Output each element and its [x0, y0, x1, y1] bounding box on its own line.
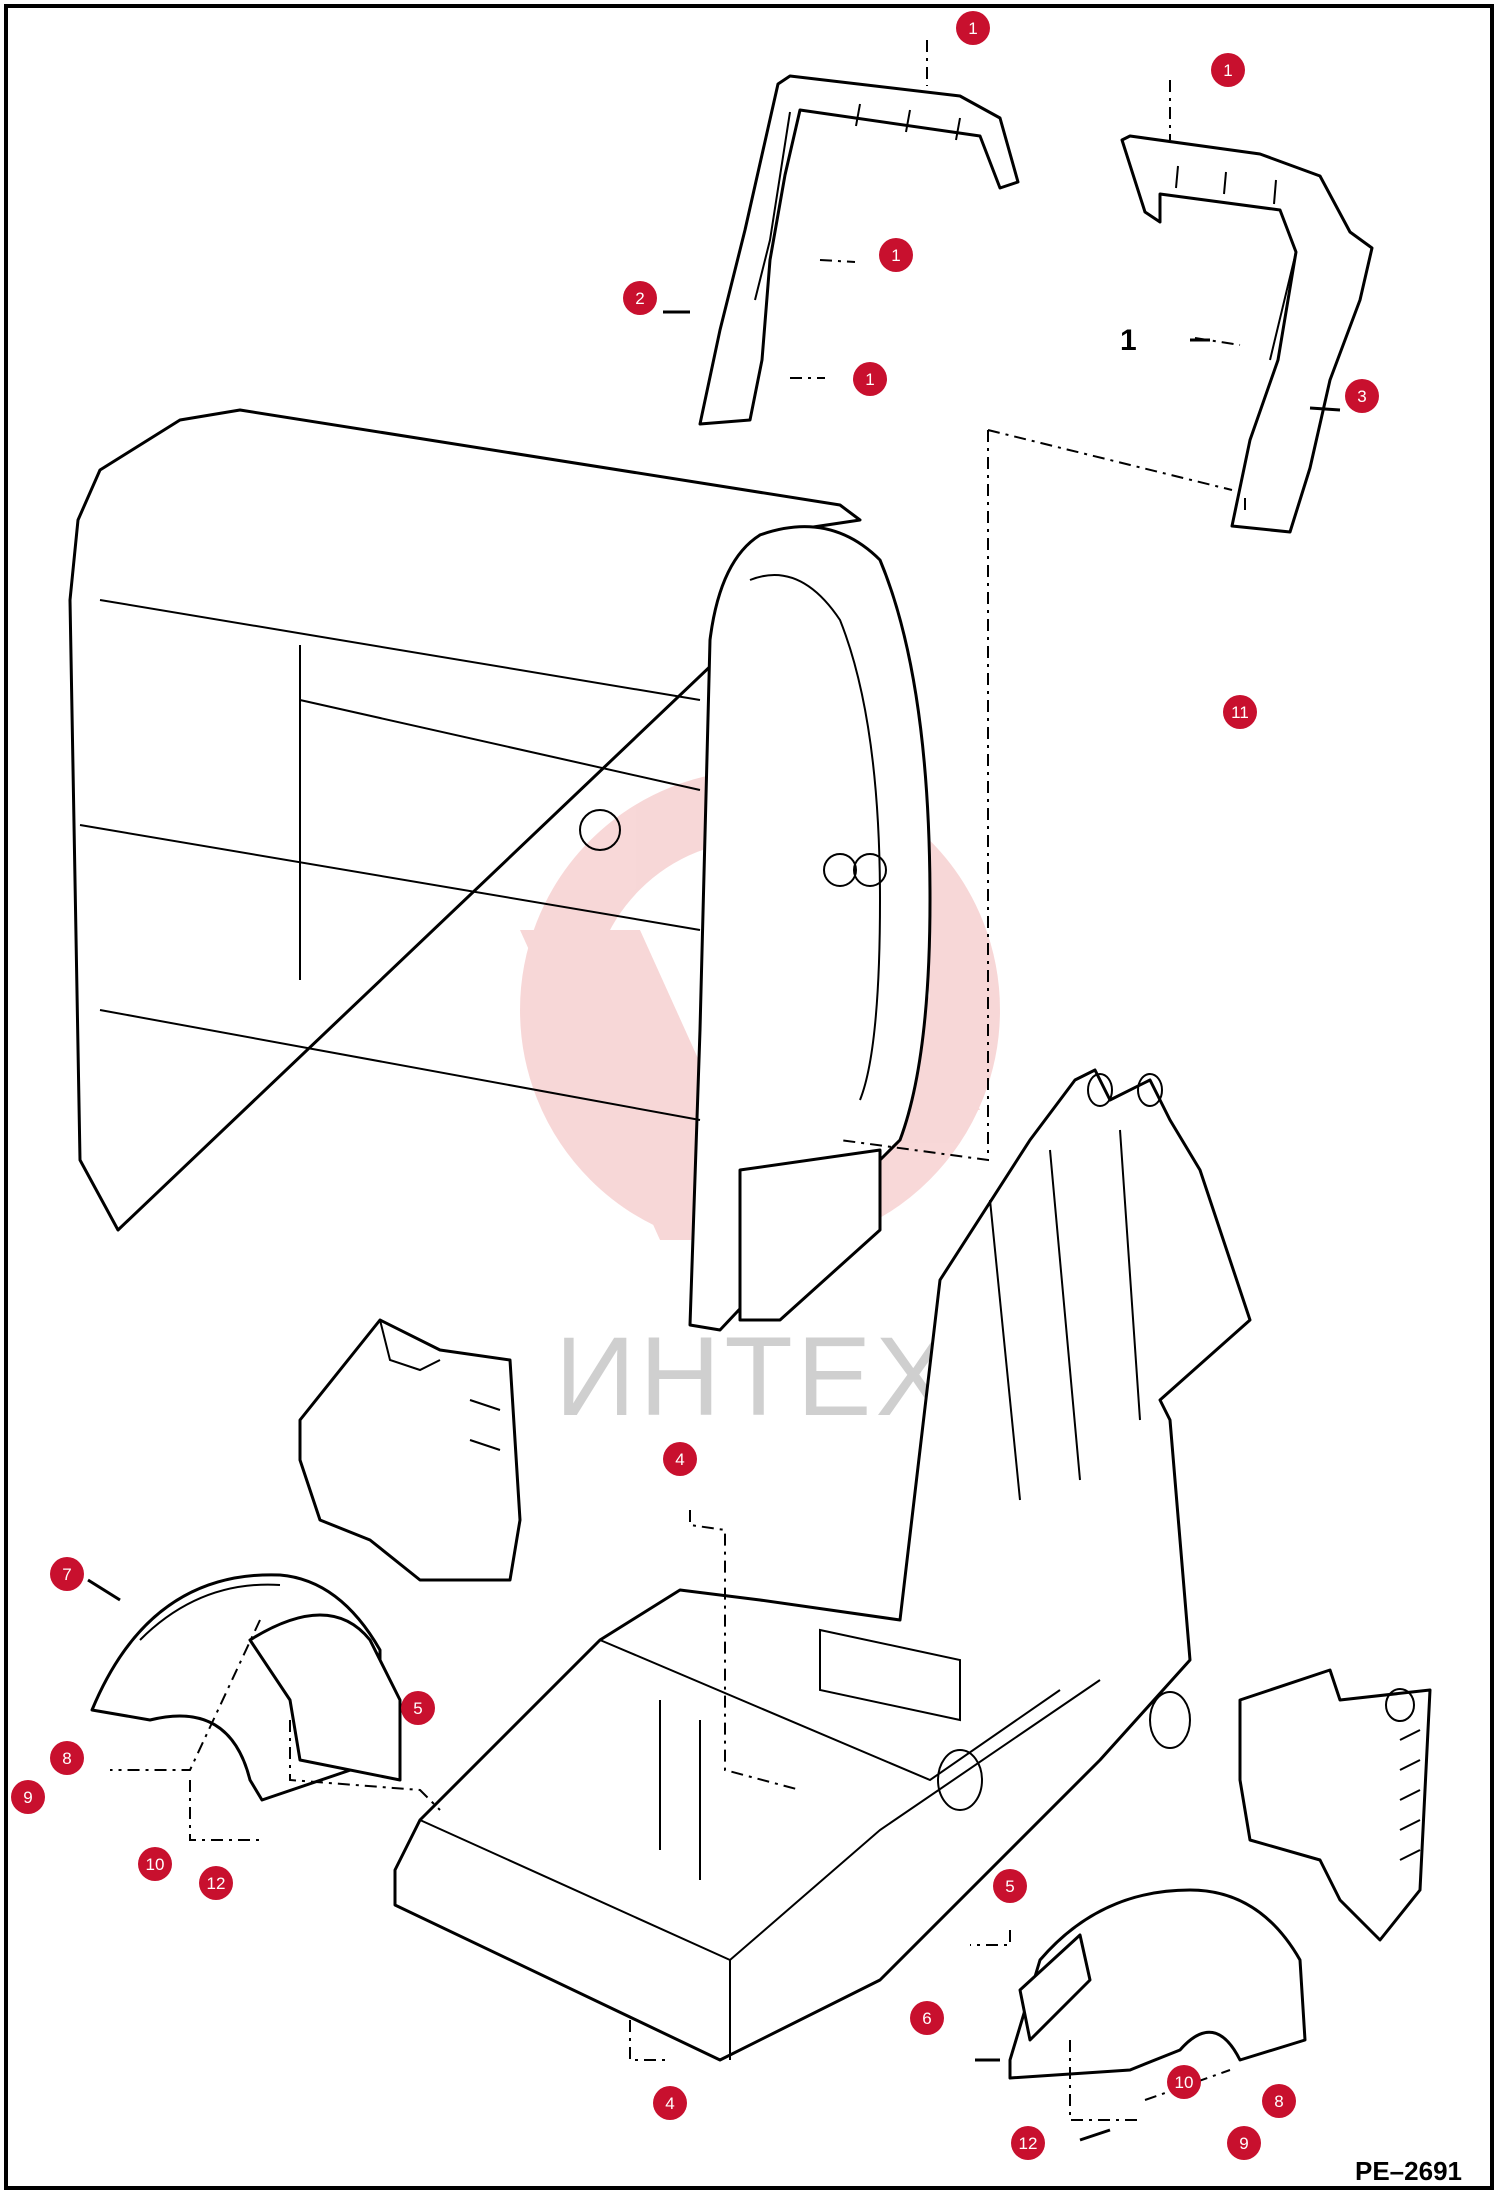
leader-lines — [87, 310, 1341, 2142]
svg-text:6: 6 — [922, 2009, 931, 2028]
callout-badge[interactable]: 7 — [50, 1557, 84, 1591]
callouts: 1 1 1 1 2 3 11 4 7 5 8 9 10 12 5 6 4 10 … — [11, 11, 1379, 2160]
cab-frame — [68, 408, 932, 1332]
callout-badge[interactable]: 5 — [401, 1691, 435, 1725]
callout-badge[interactable]: 10 — [1167, 2065, 1201, 2099]
svg-text:10: 10 — [1175, 2073, 1194, 2092]
svg-text:5: 5 — [1005, 1877, 1014, 1896]
svg-text:2: 2 — [635, 289, 644, 308]
callout-badge[interactable]: 10 — [138, 1847, 172, 1881]
callout-badge[interactable]: 6 — [910, 2001, 944, 2035]
diagram-code: PE–2691 — [1355, 2156, 1462, 2186]
svg-text:5: 5 — [413, 1699, 422, 1718]
callout-badge[interactable]: 11 — [1223, 695, 1257, 729]
watermark-text: ИНТЕХ — [555, 1314, 954, 1439]
svg-text:1: 1 — [968, 19, 977, 38]
callout-badge[interactable]: 8 — [50, 1741, 84, 1775]
callout-badge[interactable]: 1 — [1211, 53, 1245, 87]
fender-right — [1008, 1888, 1307, 2080]
svg-text:10: 10 — [146, 1855, 165, 1874]
svg-text:1: 1 — [891, 246, 900, 265]
svg-text:1: 1 — [865, 370, 874, 389]
callout-badge[interactable]: 5 — [993, 1869, 1027, 1903]
callout-badge[interactable]: 3 — [1345, 379, 1379, 413]
svg-text:12: 12 — [1019, 2134, 1038, 2153]
rops-pad-right — [1120, 134, 1374, 534]
svg-text:1: 1 — [1223, 61, 1232, 80]
callout-badge[interactable]: 8 — [1262, 2084, 1296, 2118]
svg-text:4: 4 — [675, 1450, 684, 1469]
svg-text:8: 8 — [1274, 2092, 1283, 2111]
svg-text:3: 3 — [1357, 387, 1366, 406]
callout-badge[interactable]: 12 — [1011, 2126, 1045, 2160]
rops-pad-left — [698, 74, 1020, 426]
callout-badge[interactable]: 4 — [663, 1442, 697, 1476]
panel-right — [1238, 1668, 1432, 1942]
svg-text:9: 9 — [23, 1788, 32, 1807]
callout-badge[interactable]: 1 — [879, 238, 913, 272]
callout-badge[interactable]: 12 — [199, 1866, 233, 1900]
fender-left — [90, 1573, 402, 1802]
callout-badge[interactable]: 4 — [653, 2086, 687, 2120]
main-frame — [393, 1068, 1252, 2062]
svg-text:4: 4 — [665, 2094, 674, 2113]
svg-text:11: 11 — [1231, 703, 1249, 722]
plain-label-1: 1 — [1120, 324, 1137, 357]
callout-badge[interactable]: 2 — [623, 281, 657, 315]
callout-badge[interactable]: 1 — [956, 11, 990, 45]
svg-text:8: 8 — [62, 1749, 71, 1768]
svg-text:12: 12 — [207, 1874, 226, 1893]
svg-text:7: 7 — [62, 1565, 71, 1584]
callout-badge[interactable]: 1 — [853, 362, 887, 396]
callout-badge[interactable]: 9 — [11, 1780, 45, 1814]
callout-badge[interactable]: 9 — [1227, 2126, 1261, 2160]
svg-text:9: 9 — [1239, 2134, 1248, 2153]
panel-left — [298, 1318, 522, 1582]
